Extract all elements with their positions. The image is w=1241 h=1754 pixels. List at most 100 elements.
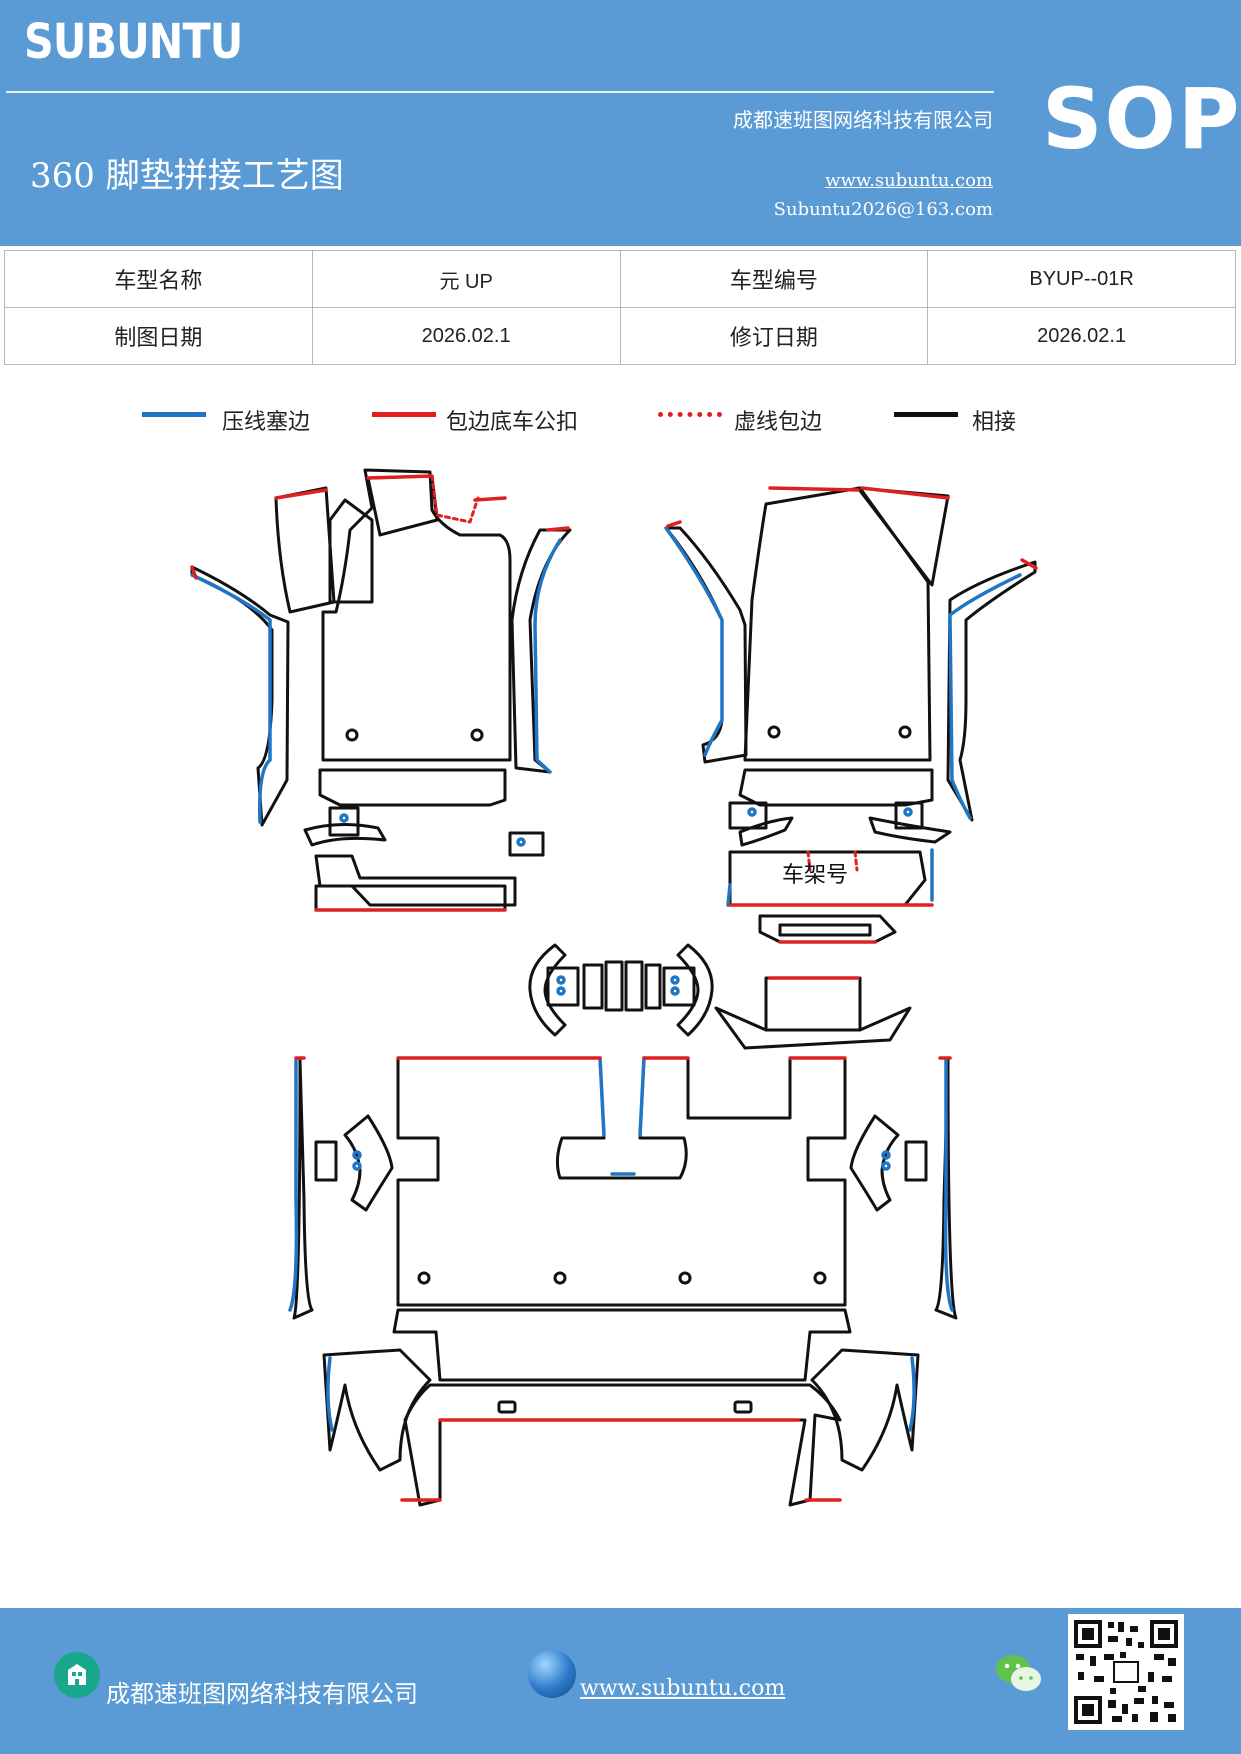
rear-tab-right [904,1140,928,1182]
center-console-box [764,976,862,1032]
rear-floor-main [396,1056,847,1307]
footer-company-name: 成都速班图网络科技有限公司 [106,1680,418,1708]
vehicle-info-table: 车型名称 元 UP 车型编号 BYUP--01R 制图日期 2026.02.1 … [4,250,1236,365]
fastener-dot [556,975,566,985]
fastener-dot [516,837,526,847]
website-link[interactable]: www.subuntu.com [825,170,993,191]
draw-date-value: 2026.02.1 [311,307,621,365]
press-line-edge [664,526,724,757]
driver-mat-door-trim [510,528,572,774]
passenger-mat-piece [743,486,932,762]
revise-date-value: 2026.02.1 [927,307,1236,365]
center-console-base [714,1006,912,1050]
rear-floor-step [392,1308,852,1382]
tunnel-cap [662,966,696,1007]
edge-buckle-line [546,526,570,532]
passenger-mat-foot-strip [738,768,934,807]
fastener-dot [352,1161,362,1171]
passenger-mat-small-tab [728,801,768,830]
edge-buckle-line [666,520,682,528]
wechat-icon[interactable] [994,1652,1044,1696]
page-title: 360 脚垫拼接工艺图 [30,156,344,196]
tunnel-rib [604,960,624,1012]
footer-band: 成都速班图网络科技有限公司 www.subuntu.com [0,1608,1241,1754]
dashed-edge-line [853,850,859,872]
globe-icon [528,1650,576,1698]
fastener-dot [881,1150,891,1160]
footer-website-link[interactable]: www.subuntu.com [580,1676,786,1701]
press-line-edge [638,1056,646,1137]
vin-label: 车架号 [782,863,848,888]
edge-buckle-line [768,486,860,492]
tunnel-rib [582,963,604,1010]
tunnel-cap [546,966,580,1007]
revise-date-label: 修订日期 [619,307,929,365]
building-icon [54,1652,100,1698]
tunnel-rib [624,960,644,1012]
legend: 压线塞边 包边底车公扣 虚线包边 相接 [0,400,1241,444]
mounting-hole [813,1271,827,1285]
fastener-dot [670,986,680,996]
mounting-hole [678,1271,692,1285]
header-band: SUBUNTU 成都速班图网络科技有限公司 360 脚垫拼接工艺图 www.su… [0,0,1241,246]
driver-mat-piece [321,468,512,762]
edge-buckle-line [274,488,328,500]
sop-badge: SOP [1042,70,1241,168]
legend-label: 压线塞边 [222,410,311,435]
fastener-dot [339,813,349,823]
rear-door-pocket-left [343,1114,394,1212]
company-name: 成都速班图网络科技有限公司 [733,108,993,132]
press-line-edge [288,1058,299,1312]
mounting-hole [553,1271,567,1285]
press-line-edge [908,1356,916,1432]
rear-clip-slot [497,1400,517,1414]
rear-wheel-arch-left [322,1348,432,1472]
driver-mat-corner-piece [274,486,336,614]
driver-mat-top-piece [366,474,439,537]
fastener-dot [903,807,913,817]
passenger-mat-bracket [868,816,952,844]
fastener-dot [556,986,566,996]
mounting-hole [345,728,359,742]
mounting-hole [767,725,781,739]
press-line-edge [948,573,1022,820]
rear-side-panel-left [292,1058,314,1320]
qr-code [1068,1614,1184,1730]
fastener-dot [352,1150,362,1160]
press-line-edge [598,1056,606,1137]
edge-buckle-line [190,565,198,580]
driver-mat-side-trim [190,565,290,827]
rear-side-panel-right [934,1058,958,1320]
mounting-hole [417,1271,431,1285]
press-line-edge [726,883,732,907]
edge-buckle-line [473,496,507,502]
press-line-edge [326,1356,334,1432]
fastener-dot [747,807,757,817]
rear-floor-lower [403,1383,842,1507]
passenger-mat-door-trim [946,560,1037,822]
press-line-edge [943,1058,954,1312]
legend-label: 相接 [972,410,1017,435]
table-row: 制图日期 2026.02.1 修订日期 2026.02.1 [4,307,1236,365]
draw-date-label: 制图日期 [4,307,313,365]
driver-mat-lower-block [314,854,517,907]
press-line-edge [190,573,272,824]
fastener-dot [881,1161,891,1171]
model-name-value: 元 UP [311,250,621,308]
legend-swatch [372,412,436,417]
rear-wheel-arch-right [810,1348,920,1472]
legend-label: 虚线包边 [734,410,823,435]
brand-logo: SUBUNTU [24,14,243,70]
passenger-mat-side-trim [664,526,748,764]
passenger-mat-small-tab [894,801,924,830]
tunnel-rib [644,963,662,1010]
legend-swatch [142,412,206,417]
dashed-edge-line [806,850,812,872]
model-name-label: 车型名称 [4,250,313,308]
driver-mat-heel-pad [328,498,374,604]
legend-swatch [658,412,722,417]
edge-buckle-line [366,474,434,480]
press-line-edge [533,538,562,774]
driver-mat-small-tab [508,831,545,857]
